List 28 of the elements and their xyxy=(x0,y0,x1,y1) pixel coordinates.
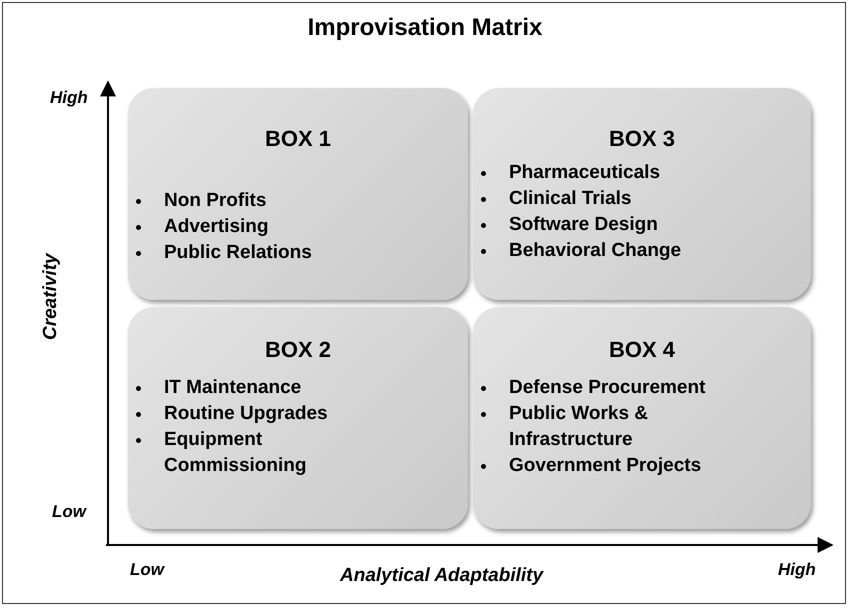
diagram-title: Improvisation Matrix xyxy=(306,14,544,42)
list-item-text: Non Profits xyxy=(164,190,266,211)
list-item-text: Advertising xyxy=(164,216,269,237)
quadrant-panel xyxy=(128,307,468,529)
axis-end-label: High xyxy=(778,560,816,580)
quadrant-heading: BOX 3 xyxy=(608,126,676,152)
list-item-text: Public Works & Infrastructure xyxy=(509,403,648,450)
list-item-text: Clinical Trials xyxy=(509,188,632,209)
axis-end-label: High xyxy=(50,88,88,108)
axis-end-label: Low xyxy=(52,502,86,522)
axis-title: Creativity xyxy=(40,253,62,340)
list-item-text: Behavioral Change xyxy=(509,240,682,261)
quadrant-heading: BOX 4 xyxy=(608,337,676,363)
quadrant-heading: BOX 2 xyxy=(264,337,332,363)
list-item-text: Software Design xyxy=(509,214,658,235)
quadrant-panel xyxy=(128,88,468,300)
list-item-text: Government Projects xyxy=(509,455,702,476)
list-item-text: Pharmaceuticals xyxy=(509,162,660,183)
list-item-text: IT Maintenance xyxy=(164,377,302,398)
axis-end-label: Low xyxy=(130,560,164,580)
list-item-text: Routine Upgrades xyxy=(164,403,328,424)
quadrant-panel xyxy=(473,88,811,300)
quadrant-heading: BOX 1 xyxy=(264,126,332,152)
axis-title: Analytical Adaptability xyxy=(340,565,544,587)
list-item-text: Defense Procurement xyxy=(509,377,706,398)
list-item-text: Public Relations xyxy=(164,242,312,263)
list-item-text: Equipment Commissioning xyxy=(164,429,307,476)
quadrant-panel xyxy=(473,307,811,529)
